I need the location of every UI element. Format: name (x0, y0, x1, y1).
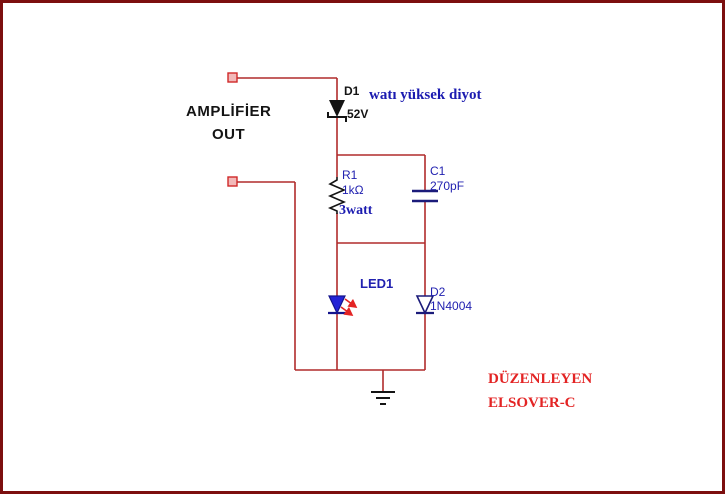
credit-line2: ELSOVER-C (488, 395, 576, 411)
diode-d2-symbol (415, 295, 435, 315)
d2-value-label: 1N4004 (430, 299, 473, 313)
wires (236, 77, 426, 392)
r1-ref-label: R1 (342, 168, 358, 182)
c1-value-label: 270pF (430, 179, 465, 193)
d1-ref-label: D1 (344, 84, 360, 98)
zener-diode-d1-symbol (327, 100, 347, 122)
ground-symbol (371, 391, 395, 405)
d1-value-label: 52V (347, 107, 369, 121)
led-light-arrow (344, 298, 358, 308)
c1-ref-label: C1 (430, 164, 446, 178)
terminal-top (227, 72, 238, 83)
credit-line1: DÜZENLEYEN (488, 371, 593, 387)
r1-value-label: 1kΩ (342, 183, 364, 197)
terminal-bottom (227, 176, 238, 187)
resistor-r1-symbol (327, 177, 347, 214)
led1-ref-label: LED1 (360, 276, 394, 291)
amplifier-out-label-line1: AMPLİFİER (186, 103, 272, 120)
led1-symbol (328, 295, 358, 316)
input-terminals (227, 72, 238, 187)
capacitor-c1-symbol (412, 189, 438, 203)
led-light-arrow (340, 306, 354, 316)
r1-power-label: 3watt (339, 203, 373, 218)
d1-note-label: watı yüksek diyot (369, 87, 482, 103)
d2-ref-label: D2 (430, 285, 446, 299)
amplifier-out-label-line2: OUT (212, 126, 246, 143)
